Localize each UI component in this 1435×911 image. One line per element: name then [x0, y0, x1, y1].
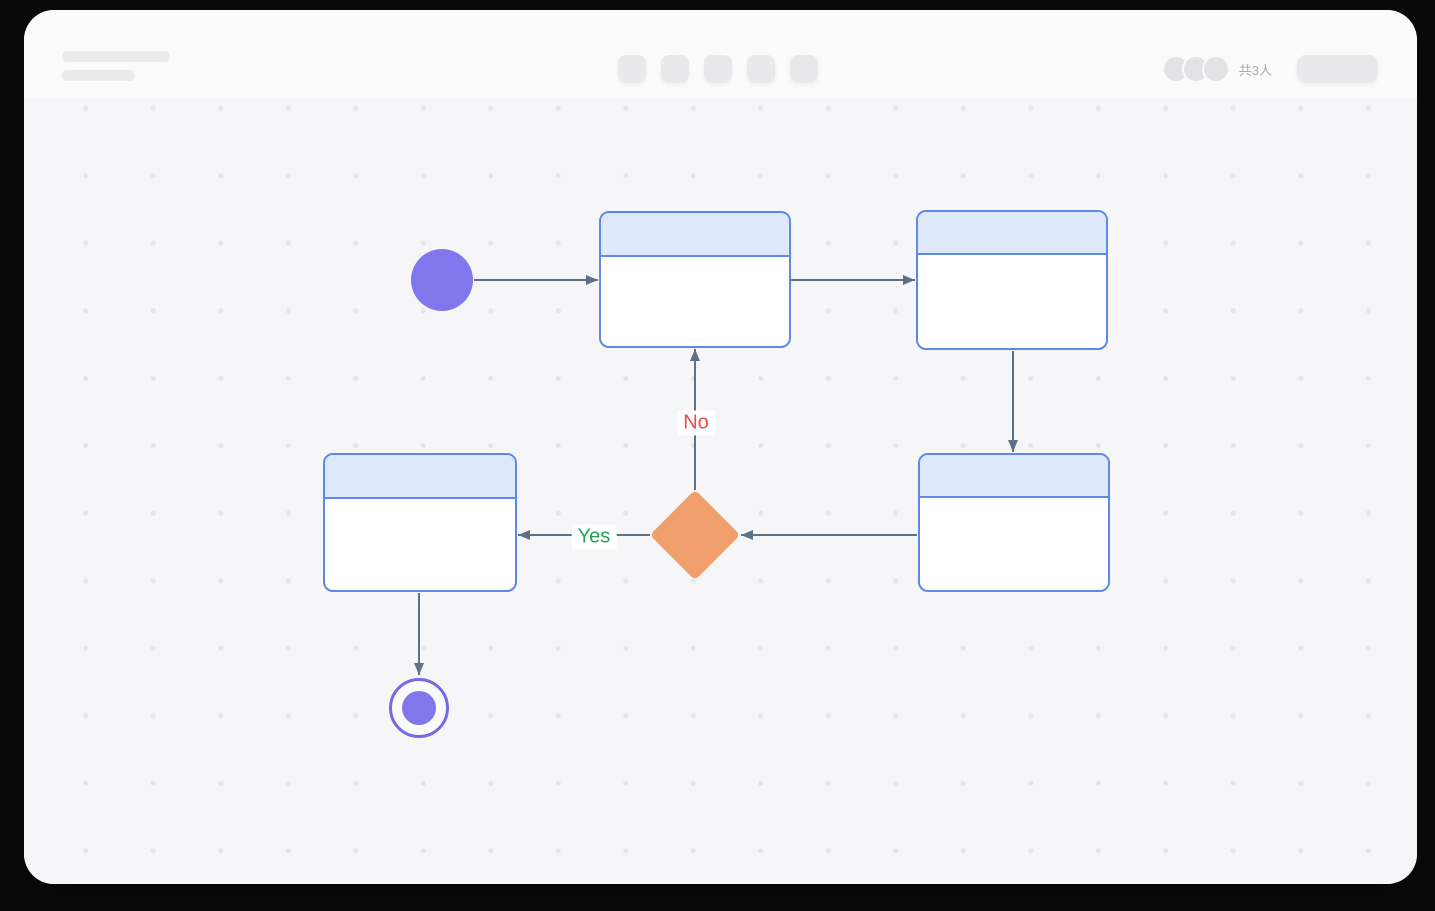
app-window: 共3人: [24, 10, 1417, 884]
end-node[interactable]: [389, 678, 449, 738]
collaborator-count-label: 共3人: [1238, 62, 1272, 78]
toolbar-button-1[interactable]: [618, 55, 646, 83]
edge-label-yes[interactable]: Yes: [571, 524, 617, 550]
toolbar-button-3[interactable]: [704, 55, 732, 83]
end-node-inner-dot: [402, 691, 436, 725]
edge-label-no[interactable]: No: [677, 410, 715, 436]
process-card-3-header: [325, 455, 515, 499]
toolbar: [618, 55, 818, 83]
process-card-1[interactable]: [599, 211, 791, 348]
collaborator-avatar-3[interactable]: [1201, 55, 1230, 83]
collaboration-area: 共3人: [1161, 55, 1378, 83]
process-card-2[interactable]: [916, 210, 1108, 350]
topbar: 共3人: [24, 10, 1417, 98]
start-node[interactable]: [411, 249, 473, 311]
document-title-skeleton: [62, 51, 170, 81]
title-skeleton-line: [62, 51, 170, 62]
subtitle-skeleton-line: [62, 70, 135, 81]
process-card-3[interactable]: [323, 453, 517, 592]
process-card-4-header: [920, 455, 1108, 498]
process-card-1-header: [601, 213, 789, 257]
diagram-canvas[interactable]: No Yes: [24, 98, 1417, 884]
collaborator-avatars: [1161, 55, 1230, 83]
toolbar-button-4[interactable]: [747, 55, 775, 83]
toolbar-button-5[interactable]: [790, 55, 818, 83]
process-card-4[interactable]: [918, 453, 1110, 592]
share-button-skeleton[interactable]: [1297, 55, 1378, 83]
process-card-2-header: [918, 212, 1106, 255]
toolbar-button-2[interactable]: [661, 55, 689, 83]
